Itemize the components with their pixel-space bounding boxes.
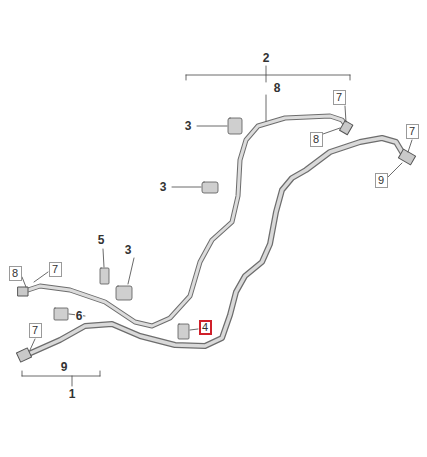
callout-number: 4 [202, 321, 208, 333]
callout-number: 8 [273, 82, 282, 95]
callout-number: 3 [184, 120, 193, 133]
fitting [398, 149, 415, 165]
callout-box: 7 [29, 323, 42, 338]
callout-number: 2 [262, 52, 271, 65]
pipe-body [22, 116, 348, 326]
callout-number: 8 [12, 267, 18, 279]
callout-number: 9 [378, 174, 384, 186]
callout-number: 1 [68, 388, 77, 401]
fitting [18, 287, 28, 296]
pipe-body [24, 138, 410, 356]
callout-number: 6 [75, 310, 84, 323]
pipe-outline [24, 138, 410, 356]
callout-box: 8 [310, 132, 323, 147]
callout-box: 4 [199, 320, 212, 335]
callout-number: 7 [32, 324, 38, 336]
bracket [22, 66, 350, 386]
clip [54, 118, 242, 339]
fitting [16, 348, 31, 362]
callout-box: 7 [333, 90, 346, 105]
callout-number: 7 [409, 125, 415, 137]
callout-box: 9 [375, 173, 388, 188]
callout-number: 7 [52, 263, 58, 275]
callout-box: 7 [49, 262, 62, 277]
callout-number: 7 [336, 91, 342, 103]
callout-box: 7 [406, 124, 419, 139]
callout-number: 3 [159, 181, 168, 194]
callout-number: 9 [60, 361, 69, 374]
fitting [340, 121, 353, 135]
callout-number: 8 [313, 133, 319, 145]
pipe-outline [22, 116, 348, 326]
callout-number: 3 [124, 244, 133, 257]
callout-number: 5 [97, 234, 106, 247]
callout-box: 8 [9, 266, 22, 281]
leader-line [22, 106, 412, 350]
